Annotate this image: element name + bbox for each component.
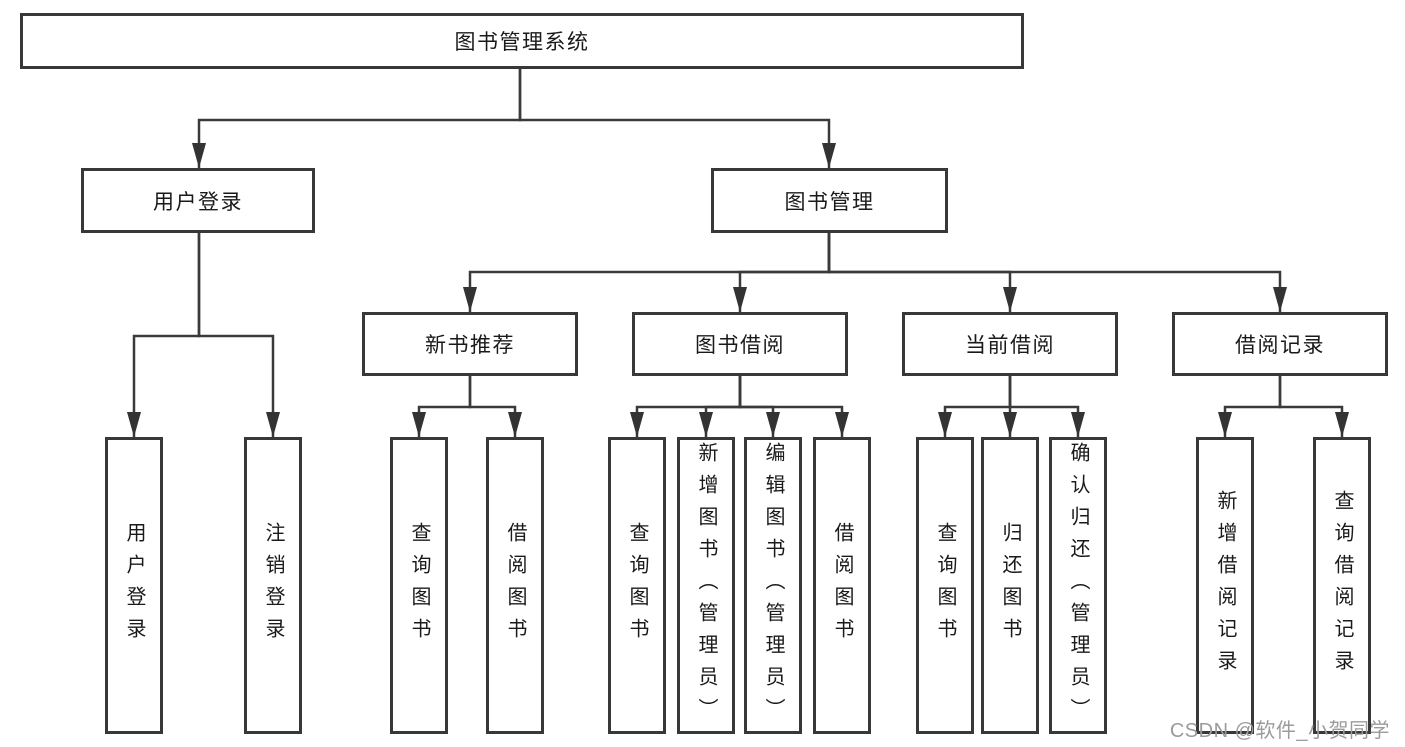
- leaf-query-borrow-record-label: 查询借阅记录: [1331, 489, 1353, 682]
- node-current-borrow: 当前借阅: [902, 312, 1118, 376]
- node-book-management: 图书管理: [711, 168, 948, 233]
- leaf-query-borrow-record: 查询借阅记录: [1313, 437, 1371, 734]
- connector-path: [1278, 376, 1349, 437]
- connector-path: [192, 69, 522, 168]
- leaf-user-login: 用户登录: [105, 437, 163, 734]
- leaf-borrow-books: 借阅图书: [813, 437, 871, 734]
- leaf-add-borrow-record-label: 新增借阅记录: [1214, 489, 1236, 682]
- connector-path: [412, 376, 472, 437]
- leaf-return-book: 归还图书: [981, 437, 1039, 734]
- connector-path: [1008, 376, 1085, 437]
- leaf-edit-book-admin: 编辑图书（管理员）: [744, 437, 802, 734]
- node-new-book-recommend: 新书推荐: [362, 312, 578, 376]
- node-user-login: 用户登录: [81, 168, 315, 233]
- node-book-management-label: 图书管理: [784, 190, 875, 214]
- leaf-return-book-label: 归还图书: [999, 521, 1021, 650]
- connector-path: [127, 233, 201, 437]
- node-current-borrow-label: 当前借阅: [965, 334, 1055, 357]
- leaf-logout-label: 注销登录: [262, 521, 284, 650]
- leaf-query-books-borrow: 查询图书: [608, 437, 666, 734]
- connector-path: [1218, 376, 1282, 437]
- leaf-borrow-books-recommend: 借阅图书: [486, 437, 544, 734]
- node-root-label: 图书管理系统: [454, 31, 590, 54]
- leaf-query-books-current: 查询图书: [916, 437, 974, 734]
- leaf-query-books-borrow-label: 查询图书: [626, 521, 648, 650]
- node-borrow-records: 借阅记录: [1172, 312, 1388, 376]
- leaf-query-books-current-label: 查询图书: [934, 521, 956, 650]
- connector-path: [518, 69, 836, 168]
- leaf-user-login-label: 用户登录: [123, 521, 145, 650]
- connector-path: [738, 376, 849, 437]
- connector-path: [733, 233, 831, 312]
- node-book-borrow: 图书借阅: [632, 312, 848, 376]
- node-book-borrow-label: 图书借阅: [695, 334, 785, 357]
- leaf-query-books-recommend: 查询图书: [390, 437, 448, 734]
- leaf-borrow-books-label: 借阅图书: [831, 521, 853, 650]
- connector-path: [197, 233, 280, 437]
- leaf-borrow-books-recommend-label: 借阅图书: [504, 521, 526, 650]
- leaf-add-borrow-record: 新增借阅记录: [1196, 437, 1254, 734]
- node-root: 图书管理系统: [20, 13, 1024, 69]
- leaf-query-books-recommend-label: 查询图书: [408, 521, 430, 650]
- leaf-edit-book-admin-label: 编辑图书（管理员）: [762, 441, 784, 730]
- connector-path: [827, 233, 1287, 312]
- leaf-add-book-admin-label: 新增图书（管理员）: [695, 441, 717, 730]
- connector-path: [938, 376, 1012, 437]
- leaf-logout: 注销登录: [244, 437, 302, 734]
- node-borrow-records-label: 借阅记录: [1235, 334, 1325, 357]
- connector-path: [699, 376, 742, 437]
- node-new-book-recommend-label: 新书推荐: [425, 334, 515, 357]
- connector-path: [468, 376, 522, 437]
- watermark: CSDN @软件_小贺同学: [1169, 720, 1390, 742]
- leaf-confirm-return-admin-label: 确认归还（管理员）: [1067, 441, 1089, 730]
- leaf-add-book-admin: 新增图书（管理员）: [677, 437, 735, 734]
- leaf-confirm-return-admin: 确认归还（管理员）: [1049, 437, 1107, 734]
- node-user-login-label: 用户登录: [153, 190, 243, 214]
